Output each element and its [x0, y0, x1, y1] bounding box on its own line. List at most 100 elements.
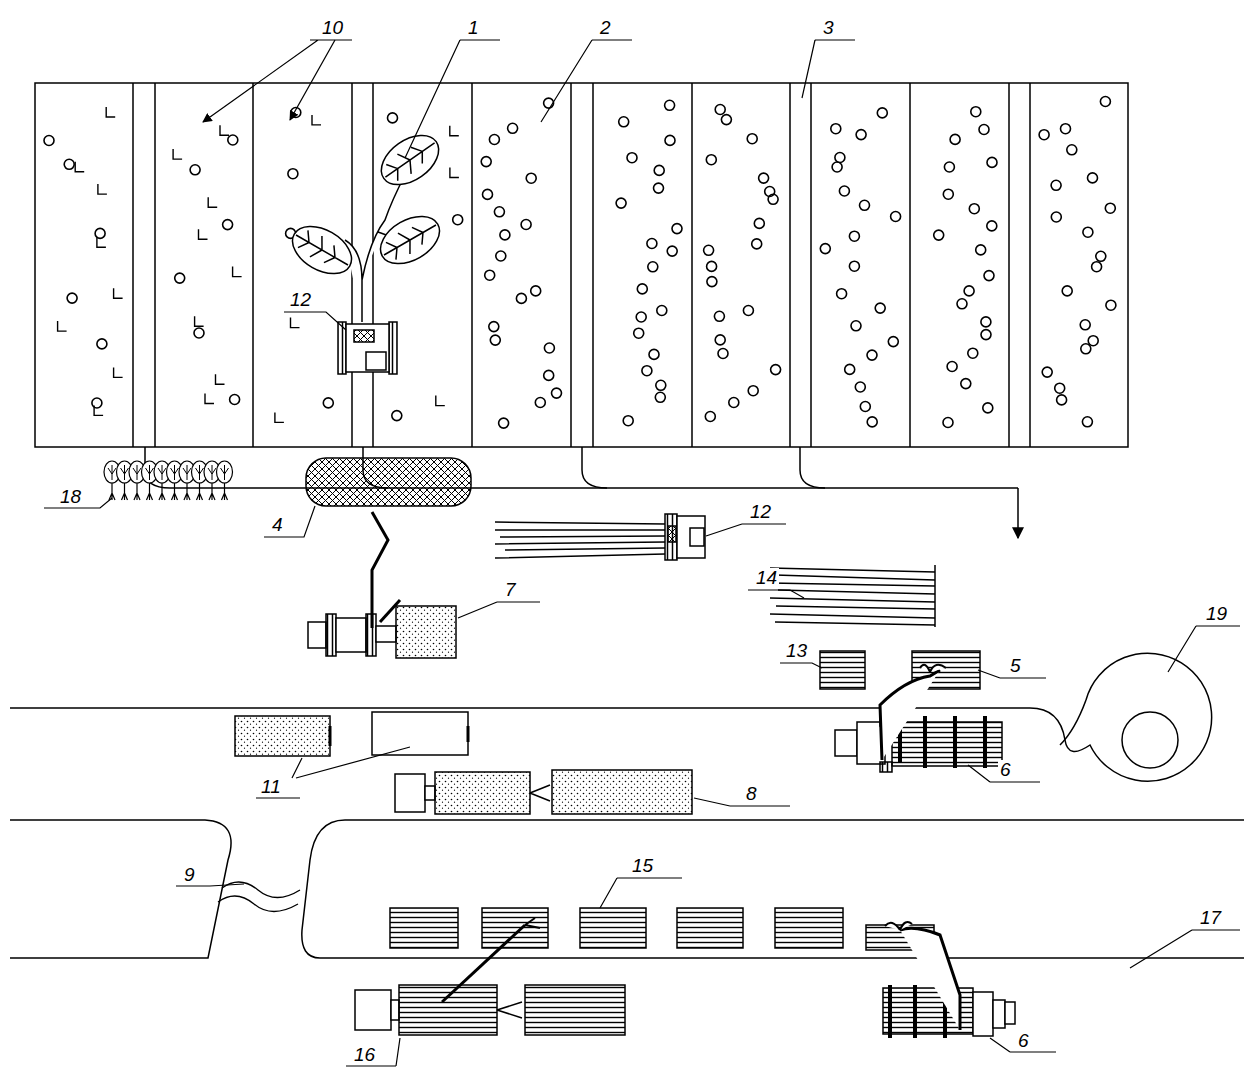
chip-truck	[530, 785, 550, 801]
stumps-and-slash	[64, 159, 74, 169]
chip-truck	[395, 770, 692, 814]
slash-pile	[306, 458, 471, 506]
leader-lines	[405, 40, 500, 158]
containers	[467, 726, 470, 742]
stumps-and-slash	[981, 317, 991, 327]
stem-bundle	[495, 514, 705, 560]
chipper	[380, 600, 400, 622]
tree-row	[221, 465, 229, 480]
stumps-and-slash	[195, 316, 204, 326]
leader-lines	[706, 524, 786, 536]
stumps-and-slash	[837, 289, 847, 299]
stumps-and-slash	[706, 155, 716, 165]
forwarder-2	[973, 992, 993, 1036]
stumps-and-slash	[976, 245, 986, 255]
stumps-and-slash	[875, 303, 885, 313]
stumps-and-slash	[707, 261, 717, 271]
stumps-and-slash	[1051, 180, 1061, 190]
callout-number: 13	[784, 641, 809, 660]
roadside-piles	[580, 908, 646, 948]
slash-pile	[306, 458, 471, 506]
stumps-and-slash	[44, 97, 1116, 429]
leader-lines	[600, 878, 682, 908]
stumps-and-slash	[1081, 344, 1091, 354]
stumps-and-slash	[851, 321, 861, 331]
log-truck	[442, 925, 525, 1002]
stumps-and-slash	[1067, 145, 1077, 155]
harvester	[389, 322, 397, 374]
forwarder-2	[883, 922, 1015, 1038]
stumps-and-slash	[450, 168, 459, 178]
forwarder	[835, 665, 1002, 772]
tree	[290, 225, 354, 276]
callout-number: 16	[352, 1045, 377, 1064]
harvester	[338, 322, 397, 374]
stumps-and-slash	[891, 212, 901, 222]
stumps-and-slash	[642, 366, 652, 376]
stumps-and-slash	[743, 306, 753, 316]
stumps-and-slash	[230, 395, 240, 405]
stumps-and-slash	[752, 239, 762, 249]
stumps-and-slash	[481, 157, 491, 167]
stumps-and-slash	[489, 135, 499, 145]
stumps-and-slash	[721, 115, 731, 125]
stumps-and-slash	[877, 108, 887, 118]
chipper	[366, 614, 376, 656]
stumps-and-slash	[499, 418, 509, 428]
chipper	[336, 618, 366, 652]
stumps-and-slash	[114, 367, 123, 377]
stumps-and-slash	[845, 364, 855, 374]
stumps-and-slash	[979, 125, 989, 135]
road	[10, 820, 231, 958]
stumps-and-slash	[704, 245, 714, 255]
stumps-and-slash	[208, 197, 217, 207]
stumps-and-slash	[971, 107, 981, 117]
roadside-piles	[677, 908, 743, 948]
callout-number: 12	[748, 502, 773, 521]
tree-row	[108, 465, 116, 480]
callout-number: 18	[58, 487, 83, 506]
stumps-and-slash	[288, 169, 298, 179]
stumps-and-slash	[1055, 383, 1065, 393]
harvester	[346, 324, 389, 372]
stumps-and-slash	[521, 220, 531, 230]
chipper	[308, 512, 456, 658]
log-pile	[934, 565, 936, 627]
stumps-and-slash	[715, 105, 725, 115]
stem-bundle	[668, 526, 676, 542]
tree-row	[171, 465, 179, 480]
stem-bundle	[690, 528, 704, 546]
stumps-and-slash	[729, 398, 739, 408]
stumps-and-slash	[531, 286, 541, 296]
stumps-and-slash	[627, 153, 637, 163]
stumps-and-slash	[106, 107, 115, 117]
harvester	[354, 330, 374, 342]
skid-trail	[145, 447, 1018, 538]
leader-lines	[256, 747, 410, 798]
tree	[372, 207, 447, 274]
stumps-and-slash	[849, 231, 859, 241]
stumps-and-slash	[228, 135, 238, 145]
stumps-and-slash	[981, 330, 991, 340]
stumps-and-slash	[957, 299, 967, 309]
stumps-and-slash	[194, 328, 204, 338]
stumps-and-slash	[275, 412, 284, 422]
leader-lines	[694, 798, 790, 806]
stumps-and-slash	[1057, 395, 1067, 405]
stumps-and-slash	[175, 273, 185, 283]
stem-bundle	[495, 522, 665, 558]
leader-lines	[346, 1038, 400, 1066]
tree-row	[208, 465, 216, 480]
stumps-and-slash	[707, 277, 717, 287]
stumps-and-slash	[832, 162, 842, 172]
stumps-and-slash	[616, 198, 626, 208]
stumps-and-slash	[485, 270, 495, 280]
roadside-piles	[390, 908, 458, 948]
stumps-and-slash	[655, 392, 665, 402]
log-truck	[391, 1000, 399, 1020]
chip-truck	[552, 770, 692, 814]
leader-lines	[1168, 626, 1240, 672]
road	[302, 820, 1244, 958]
log-pile	[770, 568, 935, 625]
stumps-and-slash	[950, 134, 960, 144]
